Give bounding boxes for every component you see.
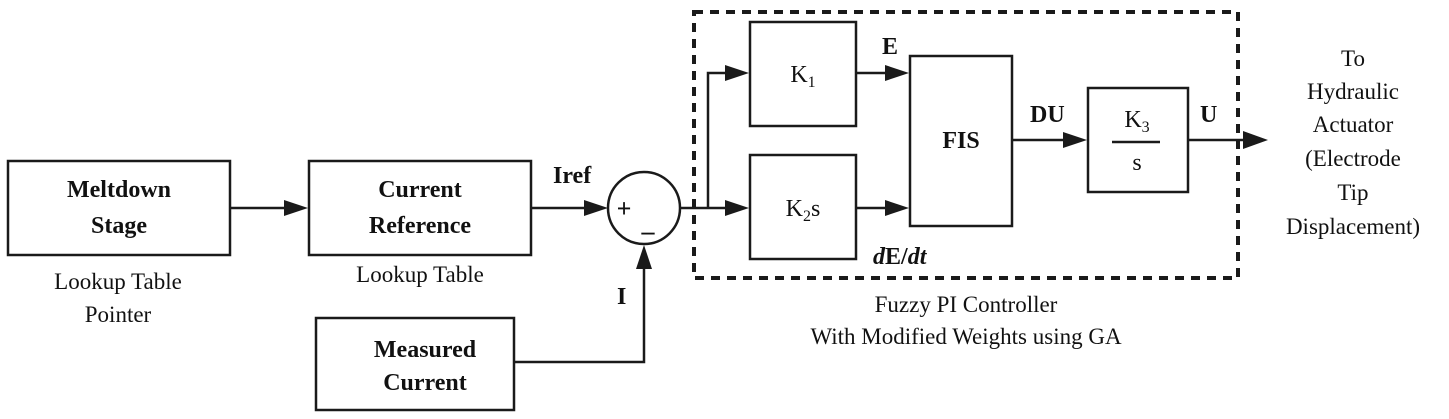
k3-denominator: s: [1132, 150, 1141, 176]
measured-current-line2: Current: [383, 370, 467, 396]
controller-caption-line2: With Modified Weights using GA: [810, 324, 1122, 349]
wire-branch-to-k1: [706, 71, 733, 208]
k3-numerator: K3: [1124, 107, 1149, 136]
signal-i-label: I: [617, 284, 626, 310]
arrow-into-sum-plus: [584, 200, 608, 216]
k3-integrator-block: K3 s: [1086, 86, 1190, 194]
output-label-line-4: (Electrode: [1305, 146, 1401, 171]
current-reference-line1: Current: [378, 177, 462, 203]
current-reference-caption: Lookup Table: [356, 262, 484, 287]
current-reference-line2: Reference: [369, 213, 472, 239]
signal-wires: [230, 71, 1247, 364]
meltdown-stage-line1: Meltdown: [67, 177, 171, 203]
meltdown-caption-line1: Lookup Table: [54, 269, 182, 294]
controller-caption-line1: Fuzzy PI Controller: [875, 292, 1058, 317]
arrow-into-k2s: [725, 200, 749, 216]
signal-de-dt-label: dE/dt: [873, 244, 928, 270]
k2s-derivative-block: K2s: [748, 153, 858, 261]
meltdown-caption-line2: Pointer: [85, 302, 152, 327]
sum-plus-sign: +: [617, 194, 632, 223]
arrow-into-fis-de: [885, 200, 909, 216]
arrow-into-k3s: [1063, 132, 1087, 148]
signal-iref-label: Iref: [553, 163, 592, 189]
sum-minus-sign: –: [641, 217, 656, 246]
k1-gain-block: K1: [748, 20, 858, 128]
arrowheads: [284, 65, 1268, 269]
arrow-into-sum-minus: [636, 245, 652, 269]
arrow-into-fis-e: [885, 65, 909, 81]
arrow-into-k1: [725, 65, 749, 81]
output-label-line-3: Actuator: [1313, 112, 1394, 137]
current-reference-block: Current Reference: [307, 159, 533, 257]
signal-e-label: E: [882, 34, 898, 60]
measured-current-line1: Measured: [374, 337, 477, 363]
output-label-line-5: Tip: [1337, 180, 1368, 205]
output-label-line-2: Hydraulic: [1307, 79, 1399, 104]
k2s-label: K2s: [786, 196, 821, 225]
arrow-output-u: [1243, 131, 1268, 149]
fis-block: FIS: [908, 54, 1014, 228]
meltdown-stage-block: Meltdown Stage: [6, 159, 232, 257]
signal-du-label: DU: [1030, 102, 1065, 128]
arrow-into-reference: [284, 200, 308, 216]
meltdown-stage-line2: Stage: [91, 213, 147, 239]
fis-label: FIS: [942, 128, 979, 154]
wire-measured-to-sum: [514, 262, 646, 364]
signal-u-label: U: [1200, 102, 1217, 128]
output-destination-label: To Hydraulic Actuator (Electrode Tip Dis…: [1286, 46, 1420, 239]
k1-label: K1: [790, 62, 815, 91]
measured-current-block: Measured Current: [314, 316, 516, 412]
summing-junction: + –: [606, 170, 682, 246]
fuzzy-pi-controller-boundary: [692, 10, 1240, 280]
output-label-line-1: To: [1341, 46, 1365, 71]
output-label-line-6: Displacement): [1286, 214, 1420, 239]
